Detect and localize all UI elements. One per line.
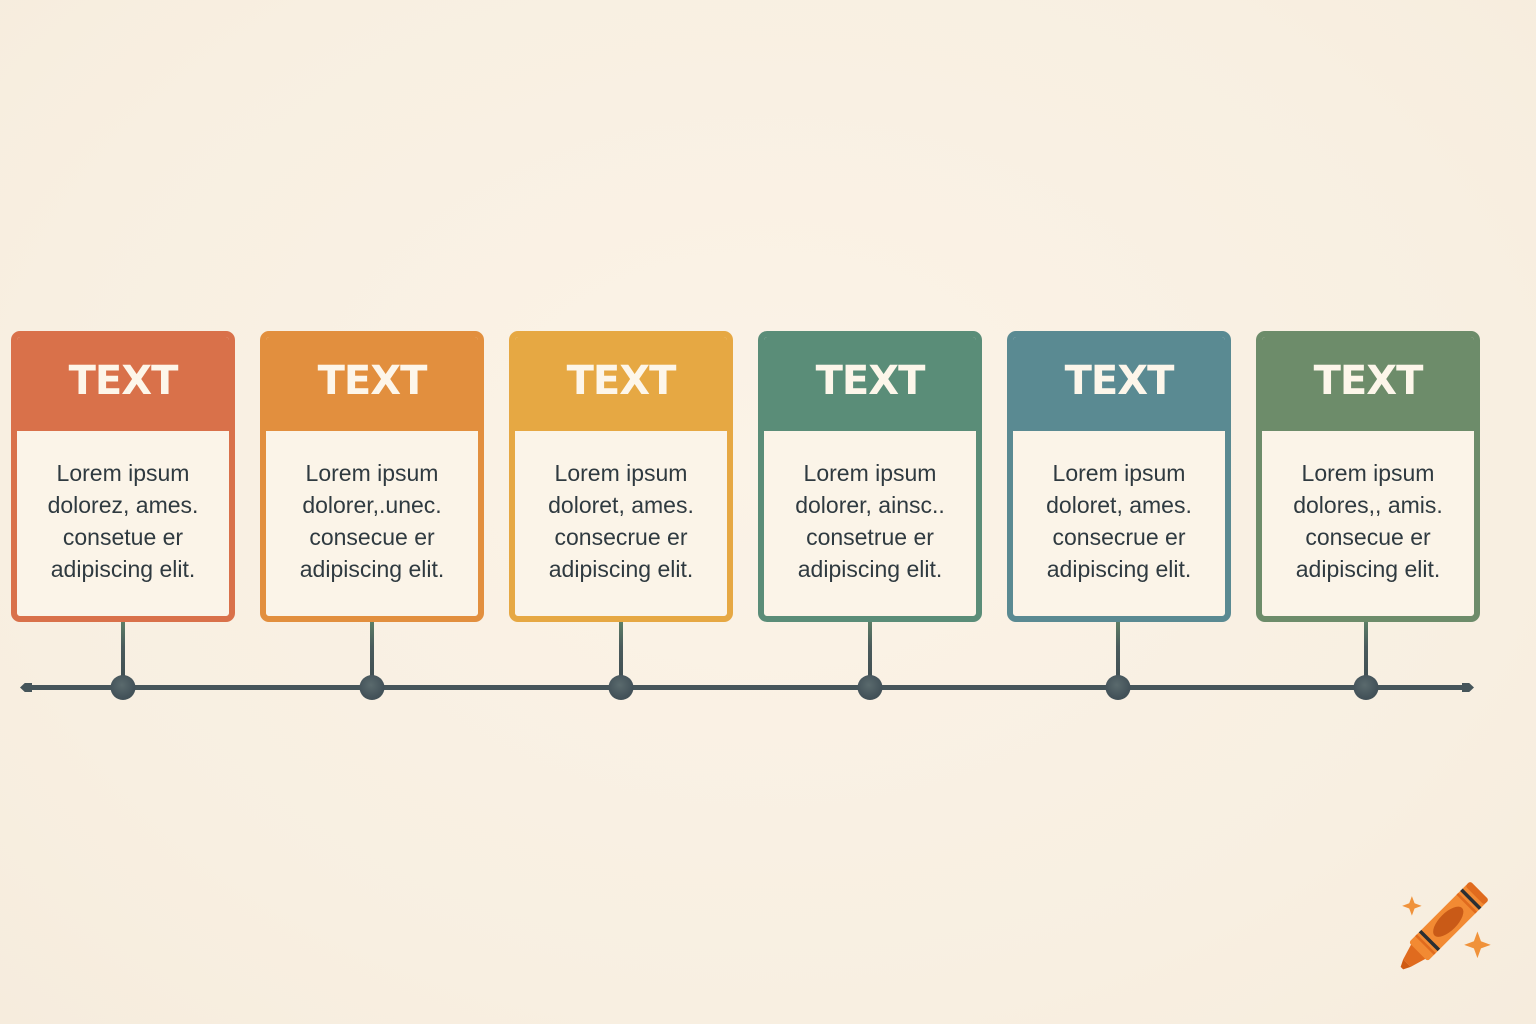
connector-stem: [868, 622, 872, 684]
crayon-icon: [1400, 882, 1491, 970]
timeline-card-6: TEXT Lorem ipsum dolores,, amis. consecu…: [1256, 331, 1480, 622]
axis-arrow-right-icon: [1462, 683, 1474, 692]
timeline-node-2: [359, 675, 385, 700]
card-text-line: adipiscing elit.: [1295, 555, 1441, 582]
card-body: Lorem ipsum dolorer,.unec. consecue er a…: [266, 431, 478, 616]
card-text-line: Lorem ipsum: [554, 459, 688, 486]
card-text-line: Lorem ipsum: [1301, 459, 1435, 486]
card-header: TEXT: [764, 337, 976, 431]
connector-stem: [1364, 622, 1368, 684]
timeline-node-5: [1105, 675, 1131, 700]
card-header: TEXT: [1262, 337, 1474, 431]
timeline-node-3: [608, 675, 634, 700]
axis-arrow-left-icon: [20, 683, 32, 692]
card-text-line: Lorem ipsum: [56, 459, 190, 486]
card-text-line: dolorez, ames.: [47, 491, 199, 518]
card-text-line: adipiscing elit.: [548, 555, 694, 582]
connector-stem: [121, 622, 125, 684]
card-text-line: adipiscing elit.: [1046, 555, 1192, 582]
timeline-card-3: TEXT Lorem ipsum doloret, ames. consecru…: [509, 331, 733, 622]
card-text-line: Lorem ipsum: [305, 459, 439, 486]
card-body: Lorem ipsum dolores,, amis. consecue er …: [1262, 431, 1474, 616]
card-text-line: dolores,, amis.: [1293, 491, 1443, 518]
card-text-line: consecrue er: [554, 523, 688, 550]
card-text-line: consecue er: [309, 523, 435, 550]
card-body: Lorem ipsum doloret, ames. consecrue er …: [515, 431, 727, 616]
card-title: TEXT: [1064, 358, 1175, 404]
card-text-line: doloret, ames.: [1046, 491, 1192, 518]
card-text-line: dolorer, ainsc..: [795, 491, 945, 518]
timeline-card-1: TEXT Lorem ipsum dolorez, ames. consetue…: [11, 331, 235, 622]
connector-stem: [1116, 622, 1120, 684]
timeline-node-4: [857, 675, 883, 700]
card-text-line: consetrue er: [806, 523, 934, 550]
card-text-line: adipiscing elit.: [299, 555, 445, 582]
card-title: TEXT: [1313, 358, 1424, 404]
card-header: TEXT: [515, 337, 727, 431]
card-body: Lorem ipsum dolorez, ames. consetue er a…: [17, 431, 229, 616]
timeline-card-4: TEXT Lorem ipsum dolorer, ainsc.. conset…: [758, 331, 982, 622]
card-header: TEXT: [1013, 337, 1225, 431]
card-text-line: consecrue er: [1052, 523, 1186, 550]
timeline-card-5: TEXT Lorem ipsum doloret, ames. consecru…: [1007, 331, 1231, 622]
card-title: TEXT: [68, 358, 179, 404]
card-text-line: doloret, ames.: [548, 491, 694, 518]
card-body: Lorem ipsum doloret, ames. consecrue er …: [1013, 431, 1225, 616]
card-header: TEXT: [17, 337, 229, 431]
card-text-line: consecue er: [1305, 523, 1431, 550]
card-text-line: dolorer,.unec.: [302, 491, 442, 518]
timeline-node-1: [110, 675, 136, 700]
card-text-line: consetue er: [62, 523, 184, 550]
connector-stem: [619, 622, 623, 684]
card-title: TEXT: [566, 358, 677, 404]
card-header: TEXT: [266, 337, 478, 431]
card-title: TEXT: [317, 358, 428, 404]
timeline-node-6: [1353, 675, 1379, 700]
timeline-card-2: TEXT Lorem ipsum dolorer,.unec. consecue…: [260, 331, 484, 622]
card-text-line: adipiscing elit.: [797, 555, 943, 582]
timeline-axis: [28, 685, 1464, 690]
card-title: TEXT: [815, 358, 926, 404]
card-text-line: Lorem ipsum: [1052, 459, 1186, 486]
card-body: Lorem ipsum dolorer, ainsc.. consetrue e…: [764, 431, 976, 616]
card-text-line: Lorem ipsum: [803, 459, 937, 486]
connector-stem: [370, 622, 374, 684]
card-text-line: adipiscing elit.: [50, 555, 196, 582]
